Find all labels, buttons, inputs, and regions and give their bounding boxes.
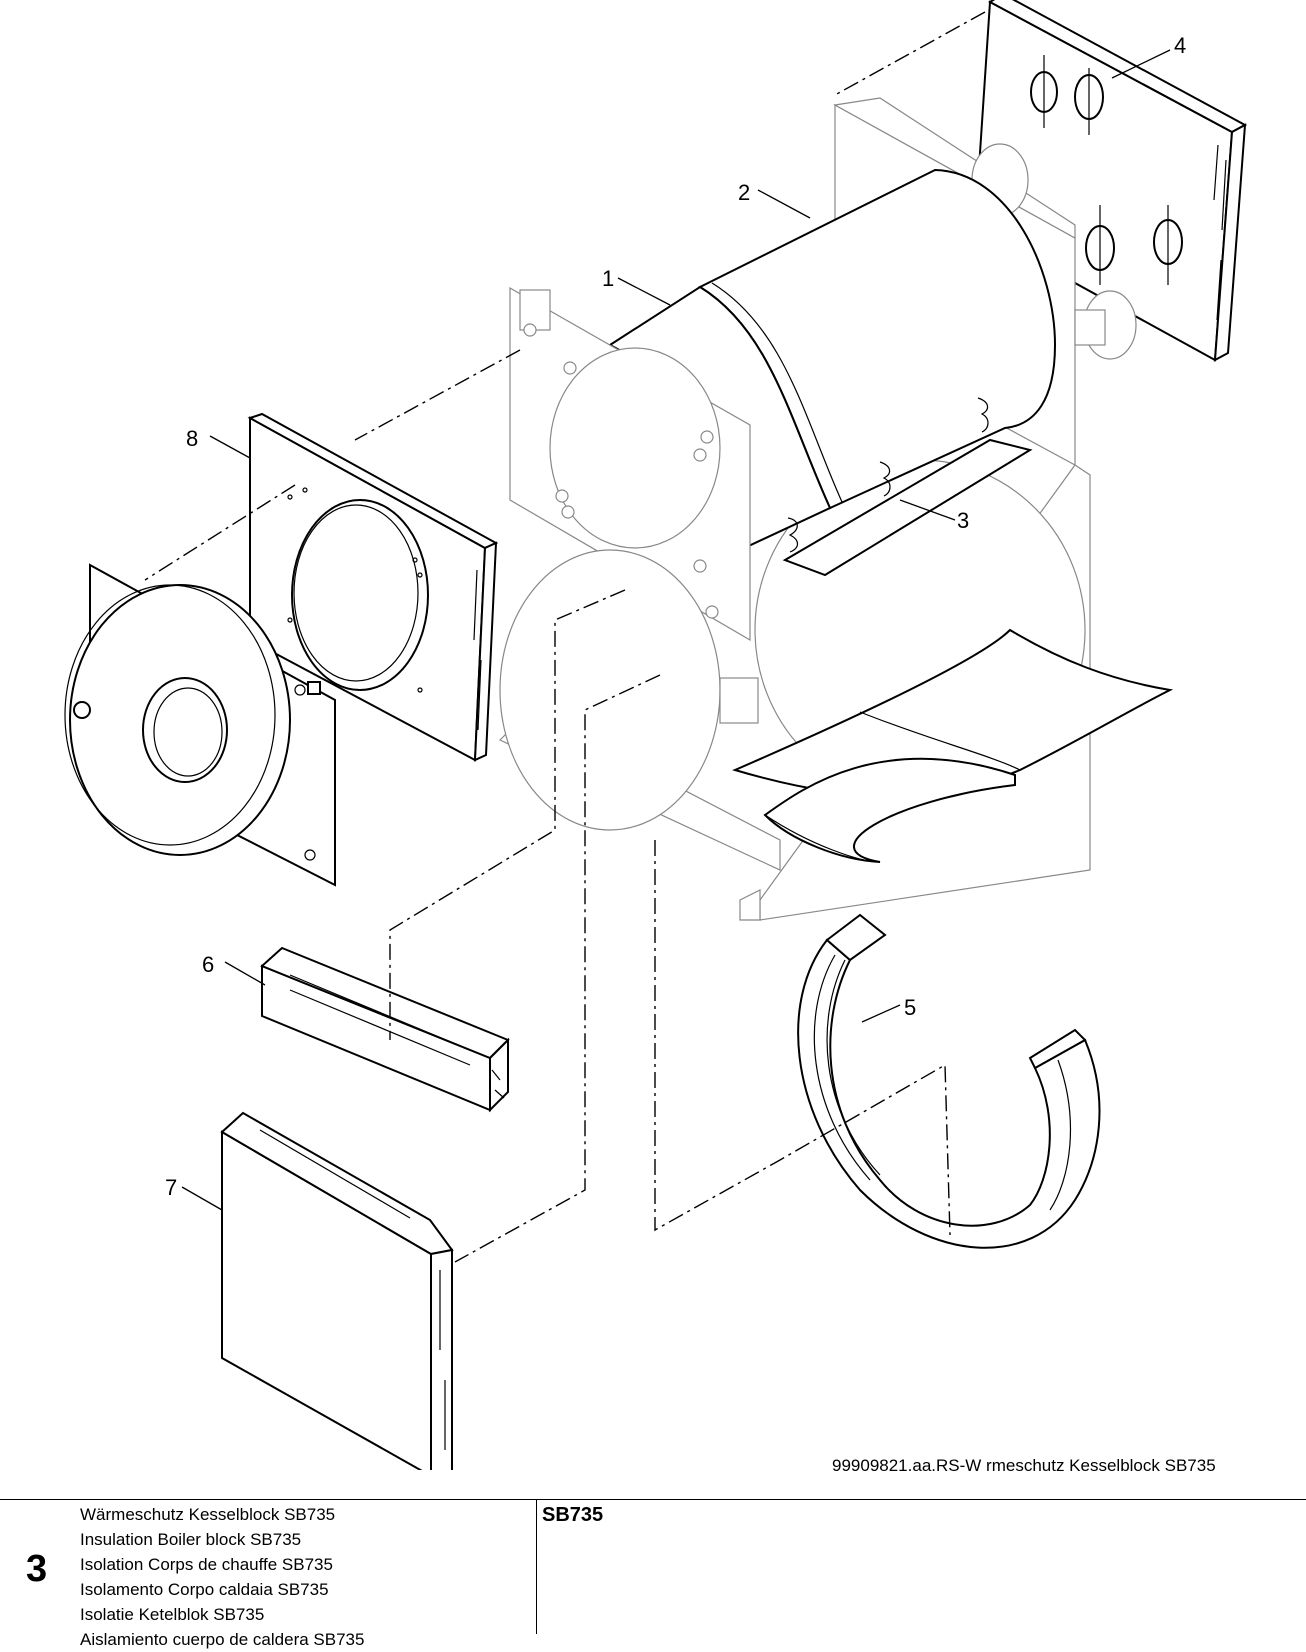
title-nl: Isolatie Ketelblok SB735 [80,1605,265,1624]
title-de: Wärmeschutz Kesselblock SB735 [80,1505,336,1524]
callout-8: 8 [186,426,198,451]
model-label: SB735 [542,1504,604,1526]
title-fr: Isolation Corps de chauffe SB735 [80,1555,333,1574]
title-en: Insulation Boiler block SB735 [80,1530,302,1549]
assembly-guide-lines [144,11,986,1263]
multilingual-title-list: Wärmeschutz Kesselblock SB735 Insulation… [80,1502,364,1652]
exploded-parts-diagram: 1 2 3 4 5 6 7 8 [64,0,1248,1470]
part-5-curved-insulation-ring [797,913,1101,1249]
callout-6: 6 [202,952,214,977]
part-3-lower-shell-insulation [732,397,1174,863]
burner-door [64,563,336,887]
part-4-rear-insulation-panel [973,0,1248,362]
title-block: 3 Wärmeschutz Kesselblock SB735 Insulati… [0,1499,1306,1649]
part-8-front-insulation-panel [247,412,499,762]
page-number: 3 [26,1548,48,1590]
callout-4: 4 [1174,33,1186,58]
part-6-insulation-strip [260,946,510,1113]
callout-7: 7 [165,1175,177,1200]
title-block-divider [536,1500,537,1634]
drawing-reference-code: 99909821.aa.RS-W rmeschutz Kesselblock S… [832,1456,1216,1475]
leader-lines [181,49,1171,1211]
part-7-lower-front-insulation-panel [220,1111,454,1470]
title-es: Aislamiento cuerpo de caldera SB735 [80,1630,365,1649]
title-it: Isolamento Corpo caldaia SB735 [80,1580,329,1599]
callout-2: 2 [738,180,750,205]
callout-5: 5 [904,995,916,1020]
callout-1: 1 [602,266,614,291]
callout-3: 3 [957,508,969,533]
